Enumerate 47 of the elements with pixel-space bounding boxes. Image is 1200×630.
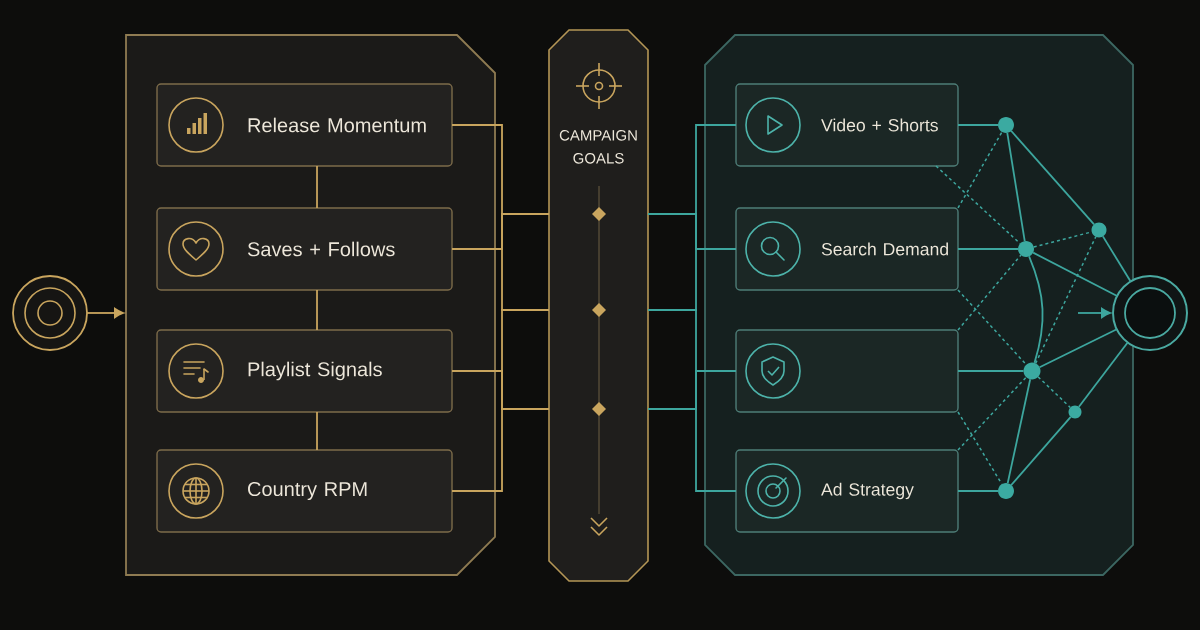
- label-box: Release Momentum: [156, 83, 453, 167]
- label-box: Ad Strategy: [735, 449, 959, 533]
- connector-line: [1010, 130, 1095, 226]
- connector-line: [957, 490, 999, 492]
- connector-line: [1028, 255, 1044, 364]
- label-box: Country RPM: [156, 449, 453, 533]
- dotted-line: [957, 376, 1027, 451]
- label-box: [735, 329, 959, 413]
- connector-line: [1102, 235, 1132, 283]
- connector-line: [1006, 132, 1026, 242]
- label-box: Saves + Follows: [156, 207, 453, 291]
- connector-line: [1078, 341, 1129, 408]
- network-dot: [1091, 222, 1107, 238]
- dotted-line: [1034, 236, 1097, 365]
- dotted-line: [1037, 376, 1072, 409]
- connector-line: [647, 213, 737, 250]
- connector-line: [1006, 378, 1032, 485]
- connector-line: [957, 248, 1019, 250]
- concentric-circle: [12, 275, 88, 351]
- connector-line: [647, 309, 737, 492]
- connector-line: [1010, 416, 1072, 486]
- connector-line: [316, 289, 318, 331]
- dotted-line: [957, 411, 1003, 485]
- network-dot: [1018, 241, 1034, 257]
- network-dot: [998, 483, 1014, 499]
- dotted-line: [957, 289, 1027, 366]
- connector-line: [1038, 328, 1118, 369]
- connector-line: [451, 309, 550, 492]
- arrow: [86, 307, 125, 319]
- label-box: Video + Shorts: [735, 83, 959, 167]
- column-panel: CAMPAIGN GOALS: [548, 29, 649, 582]
- dotted-line: [957, 131, 1003, 209]
- connector-line: [316, 165, 318, 209]
- label-box: Playlist Signals: [156, 329, 453, 413]
- label-box: Search Demand: [735, 207, 959, 291]
- connector-line: [451, 213, 550, 250]
- connector-line: [1032, 251, 1119, 297]
- arrow: [1077, 307, 1112, 319]
- ring-node: [1112, 275, 1188, 351]
- connector-line: [316, 411, 318, 451]
- connector-line: [647, 370, 737, 410]
- connector-line: [451, 370, 550, 410]
- network-dot: [998, 117, 1014, 133]
- network-dot: [1023, 362, 1041, 380]
- connector-line: [957, 370, 1025, 372]
- connector-line: [957, 124, 999, 126]
- dotted-line: [957, 254, 1022, 331]
